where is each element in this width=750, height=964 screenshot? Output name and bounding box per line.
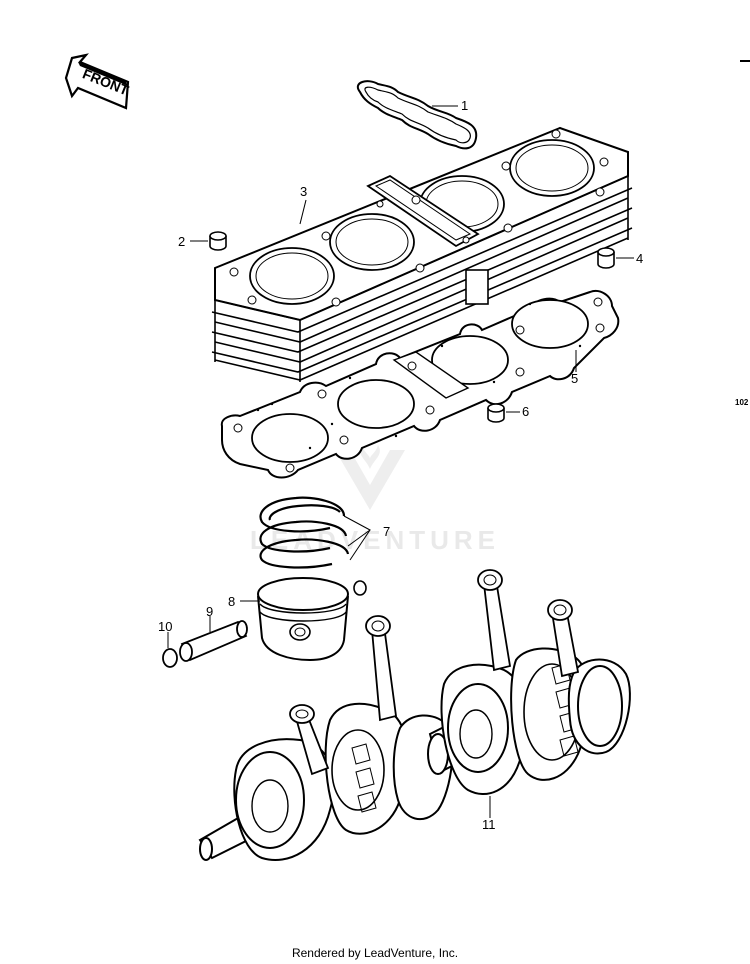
piston-part: [257, 577, 349, 662]
piston-pin-part: [179, 620, 248, 662]
front-arrow-icon: FRONT: [64, 53, 131, 110]
diagram-code: 102: [735, 398, 749, 407]
page-edge-mark: [740, 60, 750, 62]
callout-8: 8: [228, 594, 236, 609]
dowel-pin-part: [209, 231, 615, 269]
cylinder-block-part: [211, 126, 633, 382]
callout-7: 7: [383, 524, 391, 539]
footer-credit: Rendered by LeadVenture, Inc.: [291, 946, 459, 960]
callout-1: 1: [461, 98, 469, 113]
callout-9: 9: [206, 604, 214, 619]
crankshaft-assembly-part: [198, 569, 631, 861]
cylinder-base-gasket-part: [220, 290, 620, 479]
callout-3: 3: [300, 184, 308, 199]
callout-2: 2: [178, 234, 186, 249]
callout-4: 4: [636, 251, 644, 266]
snap-ring-part: [162, 648, 178, 668]
piston-clip-right-part: [353, 580, 367, 596]
callout-6: 6: [522, 404, 530, 419]
piston-ring-set-part: [259, 496, 350, 569]
callout-11: 11: [482, 817, 496, 832]
callout-10: 10: [158, 619, 173, 634]
cylinder-head-gasket-part: [357, 80, 478, 150]
callout-5: 5: [571, 371, 579, 386]
knock-pin-part: [487, 403, 505, 423]
